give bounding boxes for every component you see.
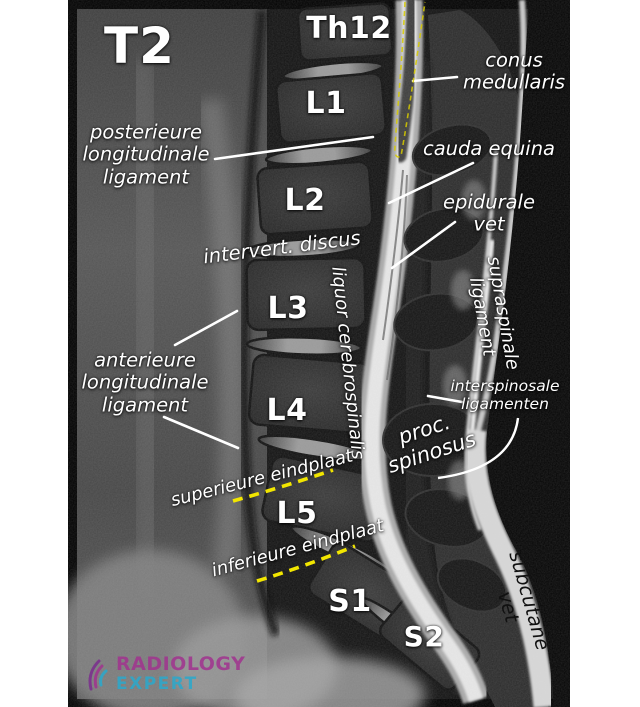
annotation-conus-medullaris: conus medullaris xyxy=(462,48,566,94)
conus-outline-dashed xyxy=(394,1,426,158)
annotation-cauda-equina: cauda equina xyxy=(422,136,556,160)
vertebra-label-l5: L5 xyxy=(276,495,318,531)
modality-label: T2 xyxy=(104,17,175,75)
brand-name-radiology: RADIOLOGY xyxy=(116,653,246,675)
mri-noise-texture xyxy=(77,9,563,699)
inferior-endplate-dashed-line xyxy=(256,544,356,583)
annotation-posterior-longitudinal-ligament: posterieure longitudinale ligament xyxy=(82,120,210,189)
brand-name-expert: EXPERT xyxy=(116,674,198,694)
vertebra-label-s1: S1 xyxy=(328,583,372,619)
vertebra-label-s2: S2 xyxy=(403,619,445,653)
superior-endplate-dashed-line xyxy=(232,468,334,503)
leader-lines xyxy=(162,75,475,450)
annotation-interspinous-ligaments: interspinosale ligamenten xyxy=(450,377,560,413)
mri-frame xyxy=(68,0,570,707)
vertebra-label-th12: Th12 xyxy=(306,10,392,46)
vertebra-label-l1: L1 xyxy=(305,85,347,121)
vertebra-label-l3: L3 xyxy=(267,290,309,326)
interspinous-brace-arc xyxy=(437,417,520,480)
radiology-expert-logo-icon xyxy=(88,659,108,691)
brand-logo: RADIOLOGY EXPERT xyxy=(86,655,245,693)
vertebra-label-l2: L2 xyxy=(284,182,326,218)
annotation-anterior-longitudinal-ligament: anterieure longitudinale ligament xyxy=(81,348,209,417)
annotation-epidural-fat: epidurale vet xyxy=(443,190,535,236)
vertebra-label-l4: L4 xyxy=(266,392,308,428)
